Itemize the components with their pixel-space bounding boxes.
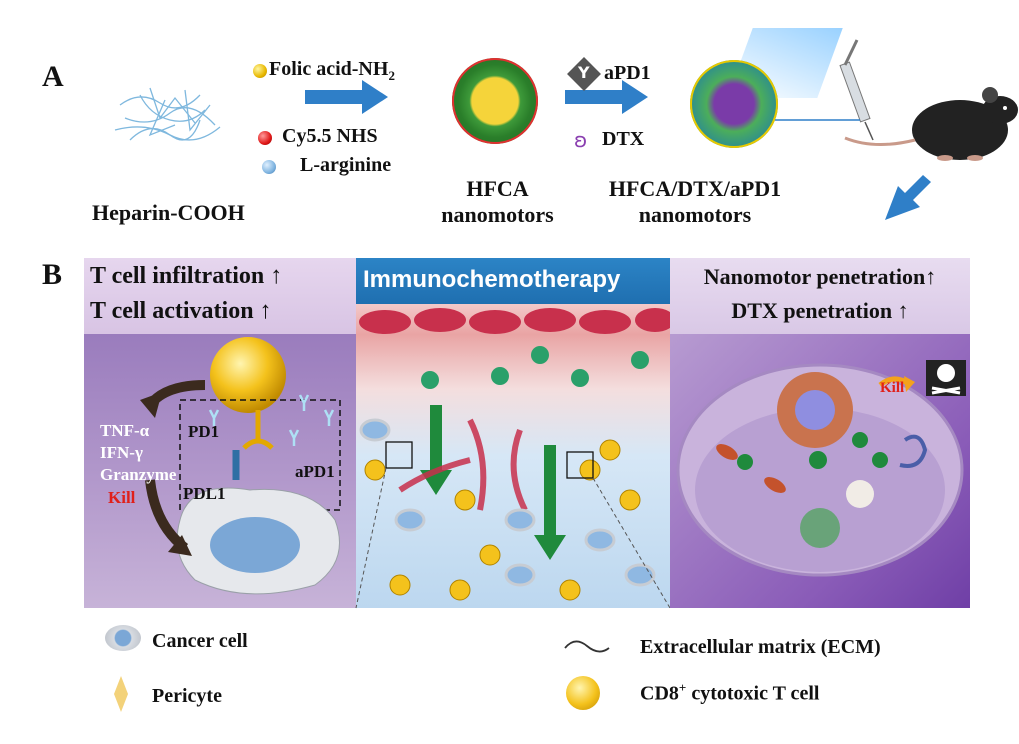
syringe-icon bbox=[839, 39, 874, 141]
right-panel-background bbox=[670, 334, 970, 608]
folic-acid-icon bbox=[253, 64, 267, 78]
mouse-icon bbox=[844, 87, 1018, 161]
cy55-icon bbox=[258, 131, 272, 145]
left-header-line2: T cell activation ↑ bbox=[90, 298, 272, 324]
folic-acid-label: Folic acid-NH2 bbox=[269, 58, 395, 83]
pericyte-legend-icon bbox=[114, 676, 128, 712]
l-arginine-icon bbox=[262, 160, 276, 174]
right-header bbox=[670, 258, 970, 334]
heparin-label: Heparin-COOH bbox=[92, 200, 245, 225]
pd1-label: PD1 bbox=[188, 422, 220, 441]
arrow-down-icon bbox=[885, 175, 931, 220]
right-header-line2: DTX penetration ↑ bbox=[731, 298, 909, 323]
cytokine-granzyme: Granzyme bbox=[100, 465, 177, 484]
dtx-icon: ʚ bbox=[574, 128, 588, 152]
l-arginine-label: L-arginine bbox=[300, 154, 392, 176]
legend-pericyte: Pericyte bbox=[152, 685, 222, 707]
kill-label-right: Kill bbox=[880, 380, 905, 396]
left-header bbox=[84, 258, 356, 334]
legend-ecm: Extracellular matrix (ECM) bbox=[640, 636, 881, 658]
apd1-label-left: aPD1 bbox=[295, 462, 335, 481]
middle-header bbox=[356, 258, 670, 304]
dtx-label: DTX bbox=[602, 128, 645, 150]
product-nanomotor-illustration bbox=[690, 60, 778, 148]
cancer-cell-legend-icon bbox=[105, 625, 141, 651]
kill-label-left: Kill bbox=[108, 488, 136, 507]
antibody-y-glyph: Y bbox=[578, 63, 590, 82]
left-header-line1: T cell infiltration ↑ bbox=[90, 263, 283, 289]
cy55-label: Cy5.5 NHS bbox=[282, 125, 378, 147]
middle-header-text: Immunochemotherapy bbox=[363, 266, 621, 293]
right-header-line1: Nanomotor penetration↑ bbox=[703, 264, 937, 289]
cd8-legend-icon bbox=[566, 676, 600, 710]
cytokine-tnf: TNF-α bbox=[100, 421, 150, 440]
hfca-nanomotor-illustration bbox=[452, 58, 538, 144]
legend-cancer-cell: Cancer cell bbox=[152, 630, 248, 652]
cytokine-list: TNF-α IFN-γ Granzyme bbox=[100, 420, 176, 486]
pdl1-label: PDL1 bbox=[183, 484, 226, 503]
legend-cd8: CD8+ cytotoxic T cell bbox=[640, 680, 820, 705]
panel-a-label: A bbox=[42, 60, 64, 93]
panel-b-label: B bbox=[42, 258, 63, 291]
cytokine-ifn: IFN-γ bbox=[100, 443, 143, 462]
arrow-1-icon bbox=[305, 80, 388, 114]
apd1-label: aPD1 bbox=[604, 62, 651, 84]
product-label: HFCA/DTX/aPD1 nanomotors bbox=[608, 176, 782, 227]
middle-panel-background bbox=[356, 304, 670, 608]
hfca-label: HFCA nanomotors bbox=[441, 176, 554, 227]
